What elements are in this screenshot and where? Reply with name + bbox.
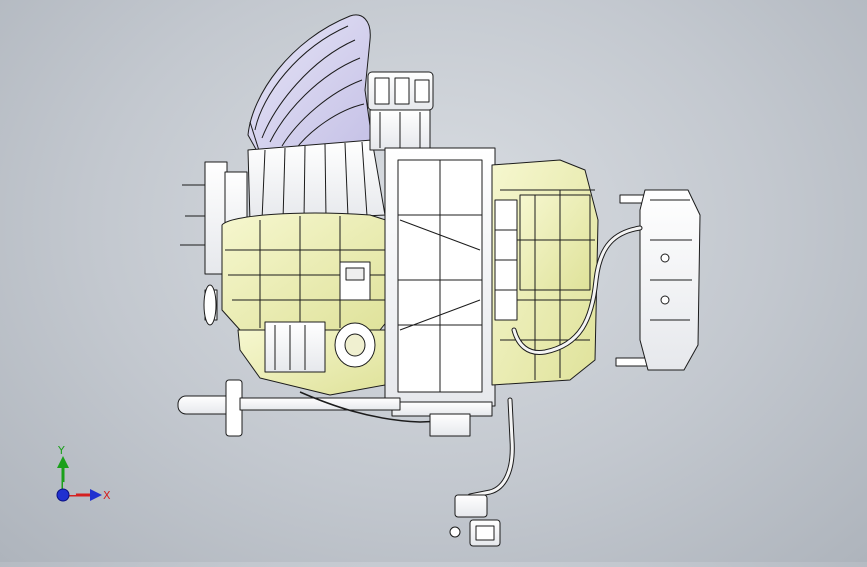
bottom-connector[interactable] [429, 413, 501, 547]
axis-triad: Y X [56, 444, 111, 502]
hvac-assembly-model[interactable] [177, 14, 701, 547]
blower-shroud[interactable] [247, 139, 386, 223]
x-axis-label: X [103, 489, 111, 502]
air-inlet-duct[interactable] [247, 14, 373, 191]
top-connector[interactable] [367, 71, 434, 151]
y-axis-label: Y [57, 444, 65, 457]
side-fitting[interactable] [203, 284, 217, 326]
evaporator-housing[interactable] [491, 159, 599, 386]
yellow-blower-housing[interactable] [221, 212, 393, 331]
filter-door-panel[interactable] [384, 147, 496, 417]
wire-harness[interactable] [467, 225, 643, 499]
refrigerant-pipe[interactable] [177, 379, 471, 437]
right-bracket-module[interactable] [615, 189, 701, 371]
motor-housing[interactable] [237, 321, 386, 396]
z-axis-dot [56, 488, 70, 502]
